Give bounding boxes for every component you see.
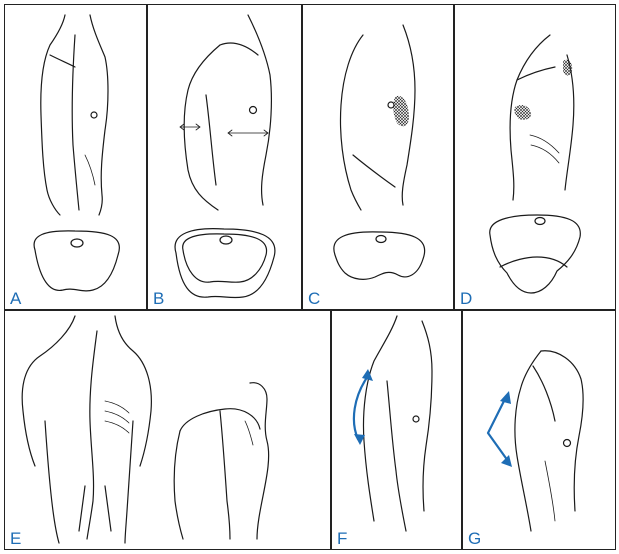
panel-f-label: F [337,530,347,547]
panel-a-label: A [10,290,21,307]
panel-a-drawing [5,5,147,310]
panel-g: G [462,310,616,550]
panel-c-drawing [303,5,454,310]
panel-b-drawing [148,5,302,310]
panel-f-drawing [332,311,462,550]
panel-e: E [4,310,331,550]
panel-e-label: E [10,530,21,547]
panel-d-drawing [455,5,616,310]
panel-e-drawing [5,311,331,550]
panel-d: D [454,4,616,310]
panel-a: A [4,4,147,310]
panel-b-label: B [153,290,164,307]
panel-f: F [331,310,462,550]
panel-b: B [147,4,302,310]
panel-g-drawing [463,311,616,550]
panel-d-label: D [460,290,472,307]
panel-g-label: G [468,530,481,547]
panel-c-label: C [308,290,320,307]
panel-c: C [302,4,454,310]
